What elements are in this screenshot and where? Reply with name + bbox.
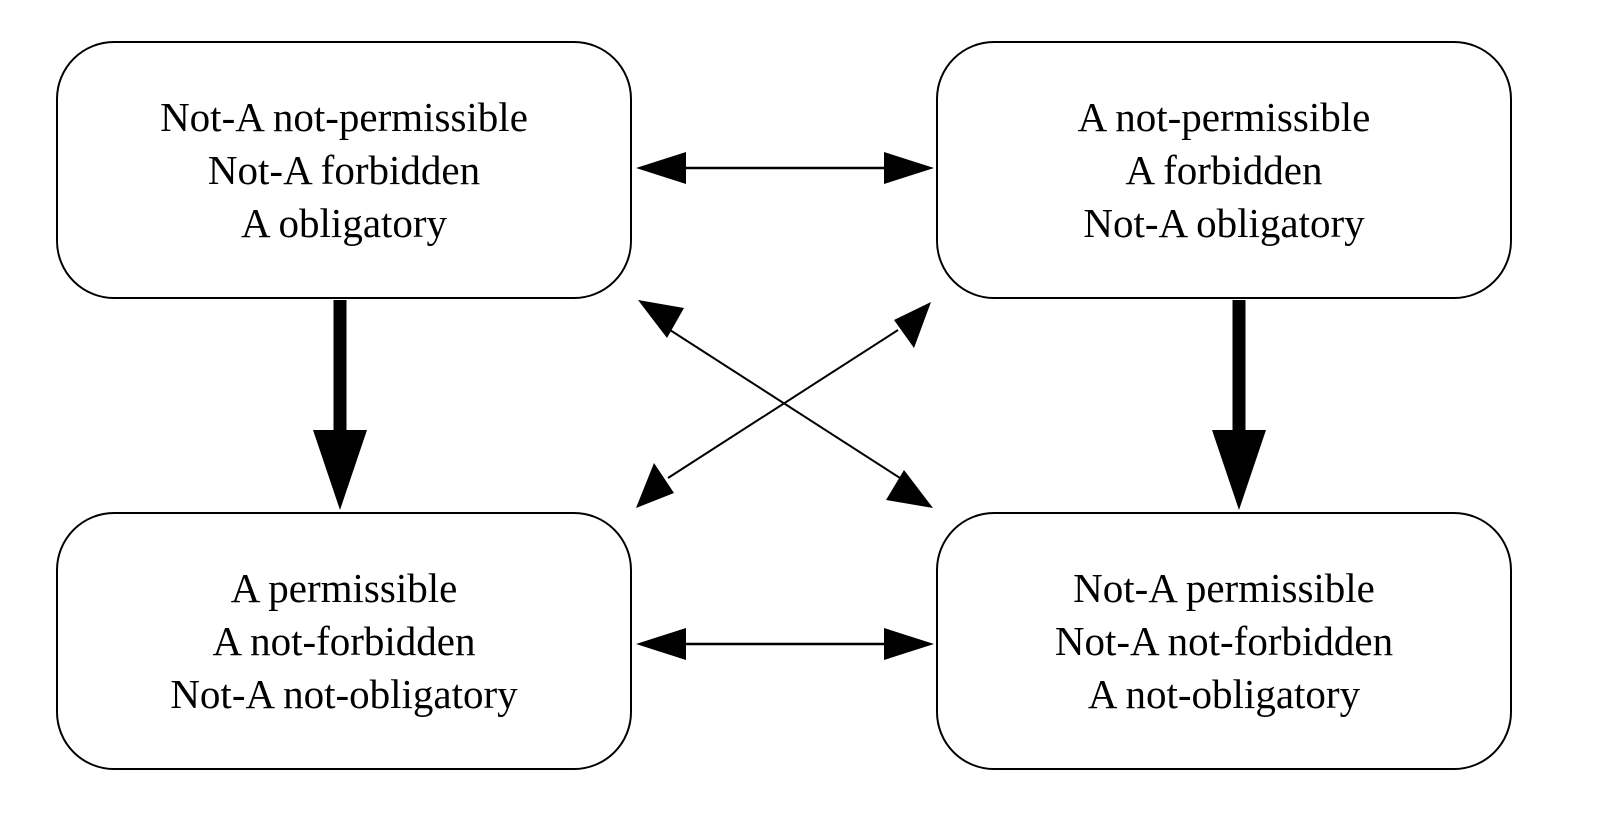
arrow-bottom-left-to-bottom-right [636, 628, 934, 660]
arrow-diagonal-top-right-to-bottom-left [636, 302, 931, 508]
box-bottom-right-line-3: A not-obligatory [1087, 670, 1361, 717]
box-top-left: Not-A not-permissible Not-A forbidden A … [56, 41, 632, 299]
box-bottom-left-line-1: A permissible [230, 564, 458, 611]
box-top-left-line-2: Not-A forbidden [207, 146, 481, 193]
box-top-right-line-1: A not-permissible [1077, 93, 1371, 140]
arrow-top-left-to-bottom-left [313, 300, 367, 510]
box-top-right-line-2: A forbidden [1125, 146, 1323, 193]
arrow-diagonal-top-left-to-bottom-right [638, 300, 933, 508]
box-bottom-right-line-2: Not-A not-forbidden [1054, 617, 1394, 664]
box-bottom-left-line-3: Not-A not-obligatory [170, 670, 518, 717]
arrow-top-left-to-top-right [636, 152, 934, 184]
box-bottom-left: A permissible A not-forbidden Not-A not-… [56, 512, 632, 770]
box-top-right: A not-permissible A forbidden Not-A obli… [936, 41, 1512, 299]
box-top-left-line-3: A obligatory [240, 199, 448, 246]
box-top-right-line-3: Not-A obligatory [1083, 199, 1365, 246]
box-bottom-right: Not-A permissible Not-A not-forbidden A … [936, 512, 1512, 770]
box-bottom-right-line-1: Not-A permissible [1073, 564, 1375, 611]
arrow-top-right-to-bottom-right [1212, 300, 1266, 510]
box-top-left-line-1: Not-A not-permissible [160, 93, 528, 140]
box-bottom-left-line-2: A not-forbidden [212, 617, 476, 664]
